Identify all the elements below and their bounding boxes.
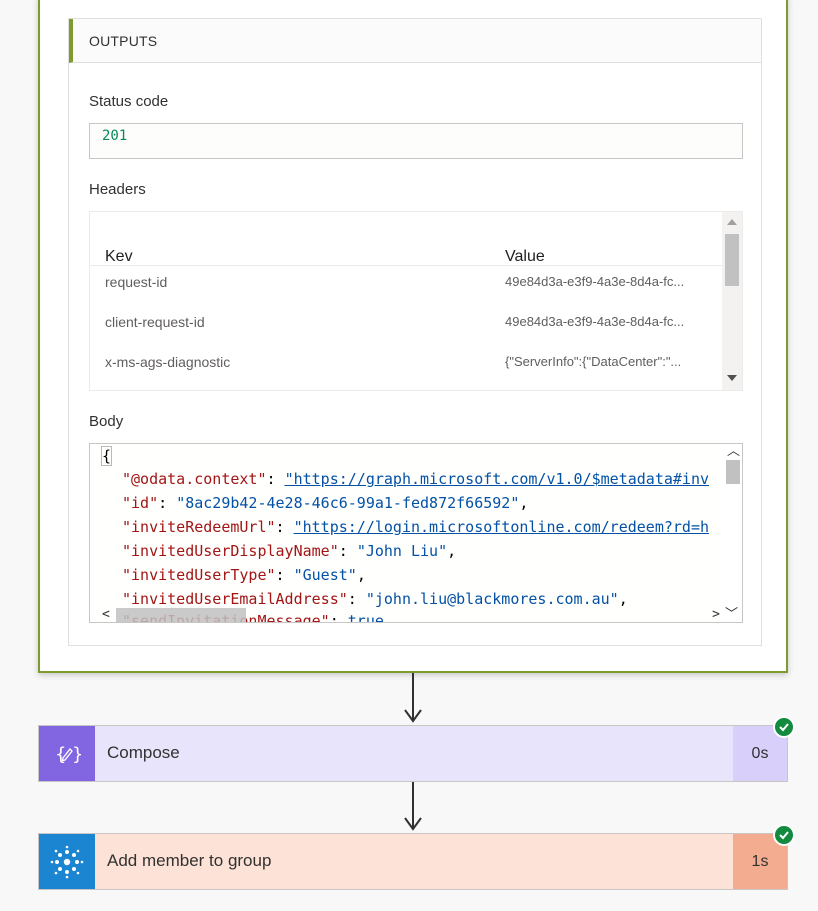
code-line: "invitedUserDisplayName": "John Liu", bbox=[122, 542, 457, 560]
chevron-up-icon[interactable]: ︿ bbox=[727, 444, 741, 459]
header-key: x-ms-ags-diagnostic bbox=[105, 354, 231, 370]
headers-label: Headers bbox=[89, 181, 146, 198]
success-check-icon bbox=[773, 824, 795, 846]
flow-connector bbox=[412, 673, 414, 721]
step-title: Compose bbox=[107, 743, 180, 762]
header-key-column: Kev bbox=[105, 248, 133, 265]
scrollbar-thumb[interactable] bbox=[726, 460, 740, 484]
body-vertical-scrollbar[interactable]: ︿ bbox=[724, 444, 742, 622]
code-line: "@odata.context": "https://graph.microso… bbox=[122, 470, 710, 488]
code-link[interactable]: "https://graph.microsoft.com/v1.0/$metad… bbox=[284, 470, 710, 488]
svg-text:{: { bbox=[55, 744, 66, 765]
header-value: 49e84d3a-e3f9-4a3e-8d4a-fc... bbox=[505, 274, 685, 289]
scroll-down-icon[interactable] bbox=[727, 375, 737, 381]
status-code-value: 201 bbox=[89, 123, 743, 159]
body-horizontal-scrollbar-thumb[interactable] bbox=[116, 608, 246, 622]
chevron-down-icon[interactable]: ﹀ bbox=[724, 607, 738, 622]
flow-connector bbox=[412, 782, 414, 828]
headers-table: Kev Value request-id 49e84d3a-e3f9-4a3e-… bbox=[89, 211, 743, 391]
code-link[interactable]: "https://login.microsoftonline.com/redee… bbox=[293, 518, 710, 536]
body-label: Body bbox=[89, 413, 124, 430]
header-key: request-id bbox=[105, 274, 168, 290]
outputs-panel: OUTPUTS Status code 201 Headers Kev Valu… bbox=[68, 18, 762, 646]
code-open-brace: { bbox=[100, 446, 113, 466]
step-title: Add member to group bbox=[107, 851, 272, 870]
azure-ad-icon bbox=[39, 834, 95, 889]
chevron-left-icon[interactable]: < bbox=[102, 607, 110, 622]
success-check-icon bbox=[773, 716, 795, 738]
compose-step[interactable]: {} Compose 0s bbox=[38, 716, 795, 782]
status-code-label: Status code bbox=[89, 93, 169, 110]
compose-icon: {} bbox=[39, 726, 95, 781]
header-key: client-request-id bbox=[105, 314, 205, 330]
headers-scrollbar[interactable] bbox=[722, 212, 742, 390]
arrow-down-icon bbox=[404, 817, 422, 831]
table-row: client-request-id 49e84d3a-e3f9-4a3e-8d4… bbox=[90, 304, 722, 344]
code-line: "invitedUserEmailAddress": "john.liu@bla… bbox=[122, 590, 628, 608]
action-card: OUTPUTS Status code 201 Headers Kev Valu… bbox=[38, 0, 788, 673]
add-member-to-group-step[interactable]: Add member to group 1s bbox=[38, 824, 795, 890]
outputs-header: OUTPUTS bbox=[69, 19, 761, 63]
code-line: "id": "8ac29b42-4e28-46c6-99a1-fed872f66… bbox=[122, 494, 529, 512]
code-line: "inviteRedeemUrl": "https://login.micros… bbox=[122, 518, 710, 536]
header-value: {"ServerInfo":{"DataCenter":"... bbox=[505, 354, 682, 369]
body-code-editor[interactable]: { "@odata.context": "https://graph.micro… bbox=[89, 443, 743, 623]
arrow-down-icon bbox=[404, 709, 422, 723]
chevron-right-icon[interactable]: > bbox=[712, 607, 720, 622]
code-line: "invitedUserType": "Guest", bbox=[122, 566, 366, 584]
scrollbar-thumb[interactable] bbox=[725, 234, 739, 286]
headers-column-row: Kev Value bbox=[90, 248, 722, 266]
header-value: 49e84d3a-e3f9-4a3e-8d4a-fc... bbox=[505, 314, 685, 329]
header-value-column: Value bbox=[505, 248, 545, 265]
table-row: x-ms-ags-diagnostic {"ServerInfo":{"Data… bbox=[90, 344, 722, 384]
scroll-up-icon[interactable] bbox=[727, 219, 737, 225]
table-row: request-id 49e84d3a-e3f9-4a3e-8d4a-fc... bbox=[90, 264, 722, 304]
svg-text:}: } bbox=[72, 744, 81, 765]
